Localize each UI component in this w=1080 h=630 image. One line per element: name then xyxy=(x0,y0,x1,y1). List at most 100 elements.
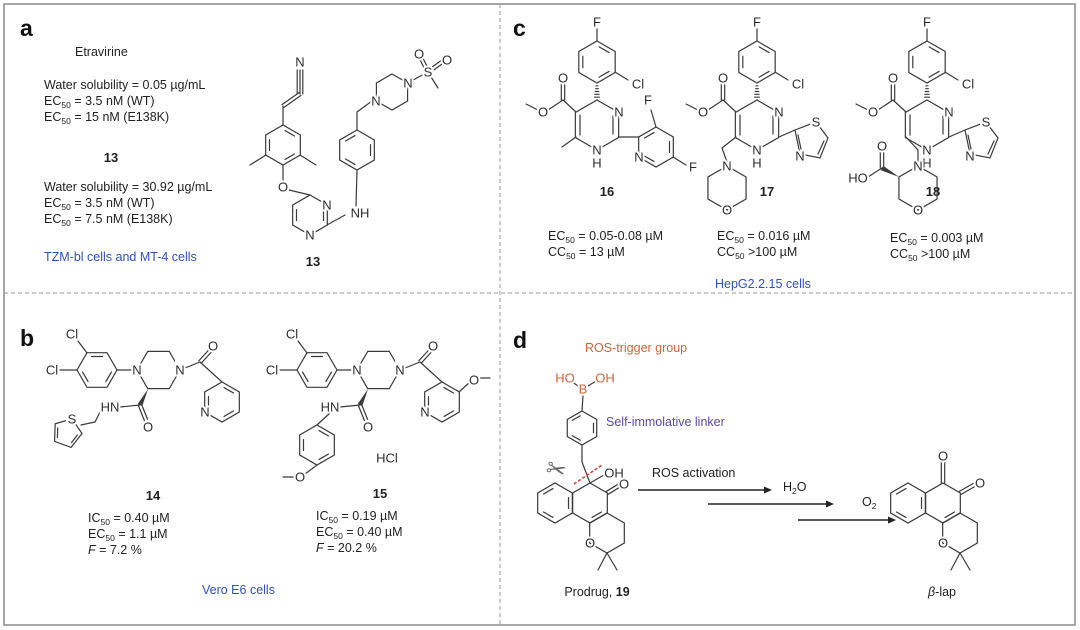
atom-label: O xyxy=(698,105,708,120)
bond-line xyxy=(598,46,610,54)
property-line: CC50 >100 µM xyxy=(890,247,970,263)
bond-line xyxy=(200,350,213,364)
bond-line xyxy=(797,134,802,150)
ring xyxy=(265,124,301,166)
reagent-water-main: H xyxy=(783,480,792,494)
property-value: = 20.2 % xyxy=(324,541,377,555)
ring xyxy=(572,482,608,524)
bond-line xyxy=(140,403,149,420)
property-symbol: F xyxy=(88,543,97,557)
scissors-icon: ✂ xyxy=(543,454,569,485)
bond-line xyxy=(547,99,564,111)
atom-label: F xyxy=(689,160,697,175)
property-line: EC50 = 3.5 nM (WT) xyxy=(44,196,155,212)
atom-label: N xyxy=(965,149,974,164)
atom-label: O xyxy=(295,470,305,485)
bond-line xyxy=(685,103,699,111)
bond-line xyxy=(249,154,267,166)
property-name: EC xyxy=(44,196,61,210)
ring xyxy=(537,482,573,524)
atom-label: OH xyxy=(595,371,615,386)
property-name: IC xyxy=(316,509,329,523)
property-subscript: 50 xyxy=(907,237,917,247)
bond-line xyxy=(928,70,940,78)
property-value: = 0.19 µM xyxy=(338,509,398,523)
prodrug-label-text: Prodrug, xyxy=(564,585,615,599)
bond-line xyxy=(774,71,789,81)
bond-line xyxy=(525,103,539,111)
atom-label: HN xyxy=(101,400,120,415)
bond-line xyxy=(758,46,770,54)
wedge-bond xyxy=(880,165,899,177)
bond-line xyxy=(928,46,940,54)
atom-label: F xyxy=(753,15,761,30)
property-subscript: 50 xyxy=(565,235,575,245)
ring xyxy=(136,350,181,390)
bond-line xyxy=(606,552,618,571)
ring xyxy=(638,126,674,168)
bond-line xyxy=(591,511,603,519)
atom-label: HO xyxy=(848,171,868,186)
property-line: EC50 = 0.05-0.08 µM xyxy=(548,229,663,245)
atom-label: Cl xyxy=(266,363,278,378)
property-name: EC xyxy=(890,231,907,245)
bond-line xyxy=(542,487,554,495)
bond-line xyxy=(571,435,581,441)
property-name: EC xyxy=(44,94,61,108)
atom-label: Cl xyxy=(46,363,58,378)
reagent-oxygen-main: O xyxy=(862,495,872,509)
property-line: EC50 = 0.003 µM xyxy=(890,231,983,247)
bond-line xyxy=(428,62,444,74)
reagent-oxygen-sub: 2 xyxy=(872,501,877,511)
bond-line xyxy=(80,421,96,426)
atom-label: HCl xyxy=(376,451,398,466)
atom-label: N xyxy=(752,143,761,158)
bond-line xyxy=(299,154,317,166)
compound-14-label: 14 xyxy=(146,488,161,503)
atom-label: O xyxy=(888,71,898,86)
panel-letter-b: b xyxy=(20,325,34,351)
bond-line xyxy=(339,404,361,408)
beta-lap-greek: β xyxy=(927,585,935,599)
ring xyxy=(898,165,938,211)
bond-line xyxy=(867,167,883,178)
property-subscript: 50 xyxy=(908,253,918,263)
bond-line xyxy=(419,361,443,383)
ring xyxy=(578,40,616,84)
bond-line xyxy=(458,381,471,393)
bond-line xyxy=(721,147,728,163)
property-name: EC xyxy=(44,212,61,226)
bond-line xyxy=(198,348,211,362)
bond-line xyxy=(357,405,366,422)
property-value: = 7.5 nM (E138K) xyxy=(71,212,173,226)
bond-line xyxy=(607,485,622,496)
bond-line xyxy=(877,99,894,111)
bond-line xyxy=(119,404,141,408)
atom-label: O xyxy=(619,477,629,492)
bond-line xyxy=(443,386,455,394)
bond-line xyxy=(597,552,608,571)
panel-letter-c: c xyxy=(513,15,526,41)
bond-line xyxy=(77,340,88,354)
property-name: IC xyxy=(88,511,101,525)
ring xyxy=(574,99,620,151)
ring xyxy=(738,40,776,84)
property-value: = 3.5 nM (WT) xyxy=(71,196,155,210)
property-subscript: 50 xyxy=(566,251,576,261)
atom-label: N xyxy=(132,363,141,378)
linker-label: Self-immolative linker xyxy=(606,415,725,429)
arrow-ros-activation-head xyxy=(764,486,772,494)
bond-line xyxy=(199,361,223,383)
bond-line xyxy=(356,100,373,113)
bond-line xyxy=(94,409,102,423)
property-subscript: 50 xyxy=(101,517,111,527)
reagent-oxygen: O2 xyxy=(862,495,877,511)
bond-line xyxy=(895,511,907,519)
bond-line xyxy=(70,434,79,444)
atom-label: O xyxy=(278,180,288,195)
figure-border xyxy=(3,3,1076,626)
property-line: EC50 = 0.016 µM xyxy=(717,229,810,245)
bond-line xyxy=(581,461,591,484)
